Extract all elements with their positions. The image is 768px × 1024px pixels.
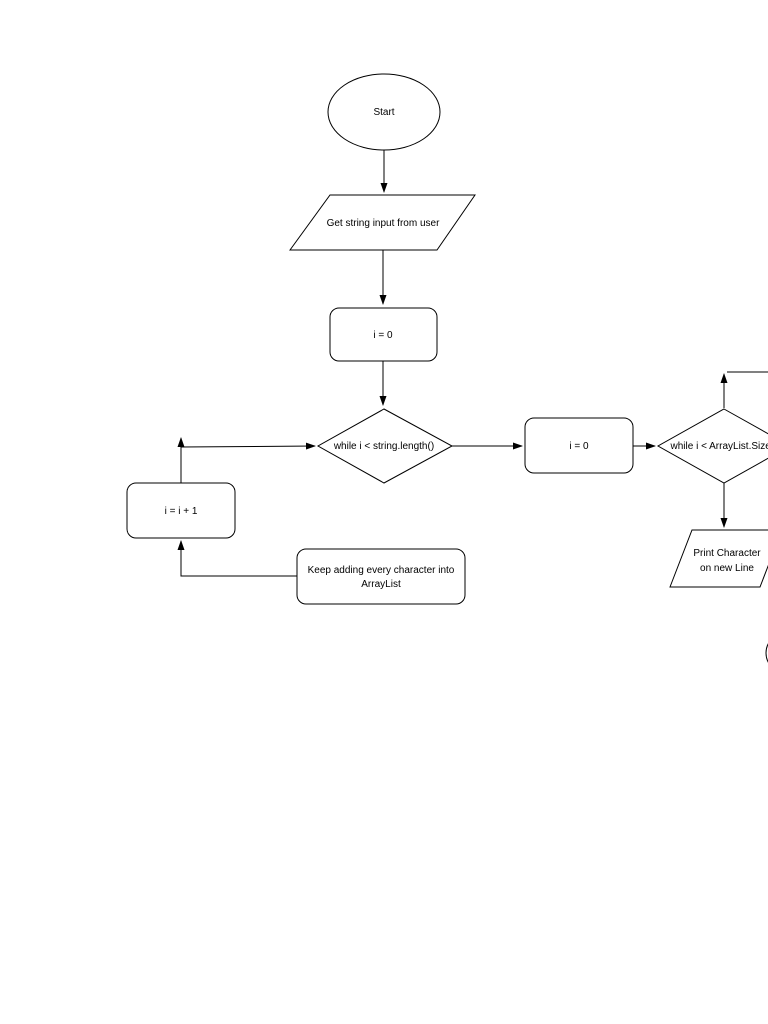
start-label: Start <box>373 107 394 118</box>
increment-i-box-shape <box>126 482 236 539</box>
edge-loopback-to-while-string-arrow <box>180 442 316 450</box>
while-string-label: while i < string.length() <box>333 441 434 452</box>
init-i-second-label: i = 0 <box>569 441 589 452</box>
keep-adding-label-line1: Keep adding every character into <box>308 565 455 576</box>
print-character-label-line2: on new Line <box>700 563 754 574</box>
while-arraylist-label: while i < ArrayList.Size() <box>670 441 768 452</box>
edge-keep-adding-to-increment-arrow <box>177 540 297 577</box>
init-i-first-box-shape <box>329 307 438 362</box>
increment-i-label: i = i + 1 <box>165 506 198 517</box>
while-string-diamond-shape <box>316 408 454 484</box>
start-terminator-shape <box>327 73 441 151</box>
print-character-label-line1: Print Character <box>693 548 761 559</box>
while-arraylist-diamond-shape <box>656 408 768 484</box>
init-i-first-label: i = 0 <box>373 330 393 341</box>
get-input-parallelogram-shape <box>289 194 476 251</box>
keep-adding-box-shape <box>296 548 466 605</box>
init-i-second-box-shape <box>524 417 634 474</box>
get-input-label: Get string input from user <box>327 218 440 229</box>
keep-adding-label-line2: ArrayList <box>361 579 401 590</box>
print-character-parallelogram-shape <box>669 529 768 588</box>
